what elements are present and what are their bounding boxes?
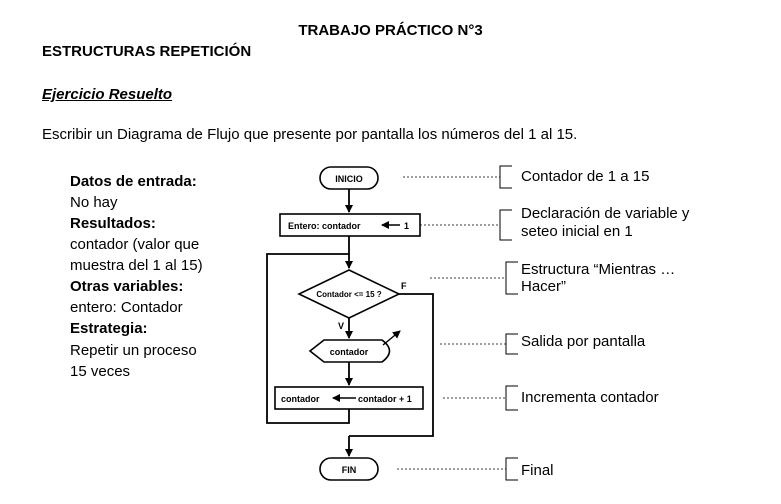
increment-expression: contador + 1 [358,394,412,404]
annotation-end: Final [521,462,554,479]
false-branch-line [349,293,434,437]
strategy-heading: Estrategia: [70,320,148,337]
declaration-label: Entero: contador [288,221,361,231]
annotation-increment: Incrementa contador [521,389,659,406]
section-heading: ESTRUCTURAS REPETICIÓN [42,43,252,60]
input-heading: Datos de entrada: [70,173,197,190]
annotation-output: Salida por pantalla [521,333,646,350]
annotation-leaders [397,165,518,481]
end-label: FIN [342,465,357,475]
annotation-start: Contador de 1 a 15 [521,168,650,185]
declaration-process: Entero: contador 1 [279,213,421,237]
other-variables-value: entero: Contador [70,299,183,316]
annotation-loop-2: Hacer” [521,278,567,295]
results-heading: Resultados: [70,215,156,232]
end-terminal: FIN [319,457,379,481]
results-line-2: muestra del 1 al 15) [70,257,203,274]
loop-back-line [266,253,350,424]
subsection-heading: Ejercicio Resuelto [42,86,173,103]
display-arrow-icon [382,330,401,346]
input-value: No hay [70,194,118,211]
exercise-statement: Escribir un Diagrama de Flujo que presen… [42,126,578,143]
condition-label: Contador <= 15 ? [316,290,381,299]
annotation-loop-1: Estructura “Mientras … [521,261,676,278]
strategy-line-2: 15 veces [70,363,131,380]
annotation-declaration-1: Declaración de variable y [521,205,690,222]
document-title: TRABAJO PRÁCTICO N°3 [298,22,483,39]
output-label: contador [330,347,369,357]
increment-target: contador [281,394,320,404]
start-label: INICIO [335,174,363,184]
annotation-declaration-2: seteo inicial en 1 [521,223,633,240]
results-line-1: contador (valor que [70,236,200,253]
output-display: contador [308,330,401,363]
start-terminal: INICIO [319,166,379,190]
false-label: F [401,281,407,291]
decision-diamond: Contador <= 15 ? [297,269,401,319]
increment-process: contador contador + 1 [274,386,424,410]
strategy-line-1: Repetir un proceso [70,342,197,359]
other-variables-heading: Otras variables: [70,278,184,295]
true-label: V [338,321,344,331]
declaration-value: 1 [404,221,409,231]
